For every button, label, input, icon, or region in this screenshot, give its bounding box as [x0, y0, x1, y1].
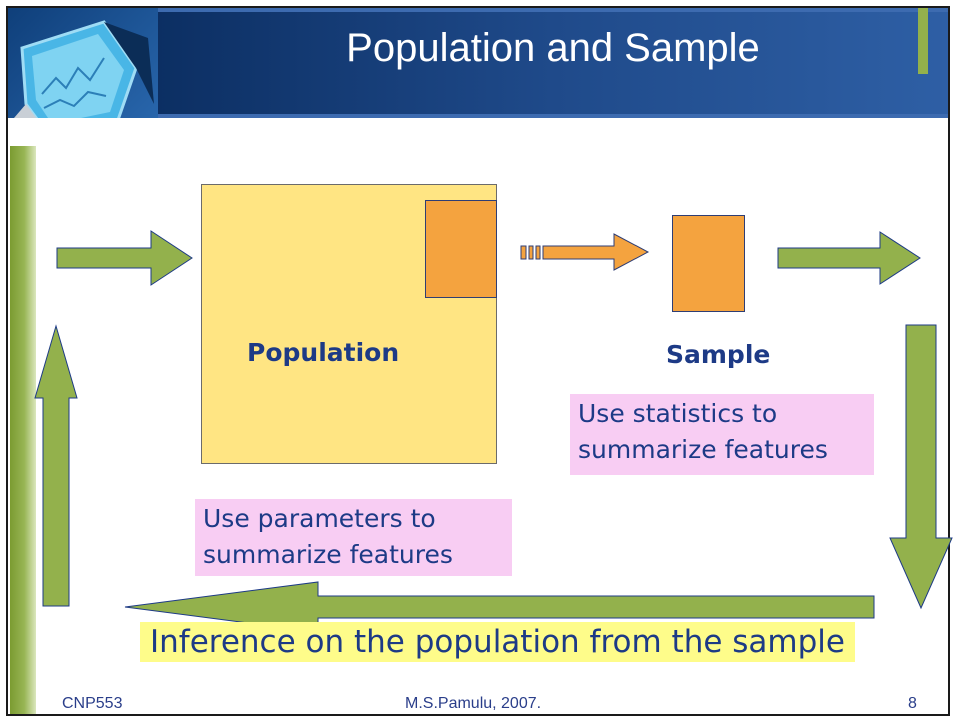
population-label: Population: [247, 338, 400, 367]
sample-label: Sample: [666, 340, 771, 369]
title-accent-bar: [918, 8, 928, 74]
slide-title: Population and Sample: [346, 26, 760, 70]
page-number: 8: [908, 695, 917, 712]
left-green-bar: [10, 146, 36, 714]
sample-out-arrow: [777, 231, 921, 285]
sample-box: [672, 215, 745, 312]
title-bar-bottom-stripe: [158, 114, 948, 118]
population-subset-box: [425, 200, 497, 298]
footer-course: CNP553: [62, 695, 123, 712]
down-arrow: [889, 324, 953, 610]
statistics-note: Use statistics to summarize features: [570, 394, 874, 475]
up-arrow: [34, 324, 78, 607]
inference-caption: Inference on the population from the sam…: [140, 622, 855, 662]
entry-arrow: [56, 230, 193, 286]
footer-author: M.S.Pamulu, 2007.: [405, 695, 542, 712]
left-tab-gap: [8, 118, 158, 146]
sampling-arrow: [520, 233, 650, 271]
title-bar-top-stripe: [158, 8, 948, 12]
inference-arrow: [124, 581, 875, 633]
title-bar: [158, 8, 948, 118]
parameters-note: Use parameters to summarize features: [195, 499, 512, 576]
